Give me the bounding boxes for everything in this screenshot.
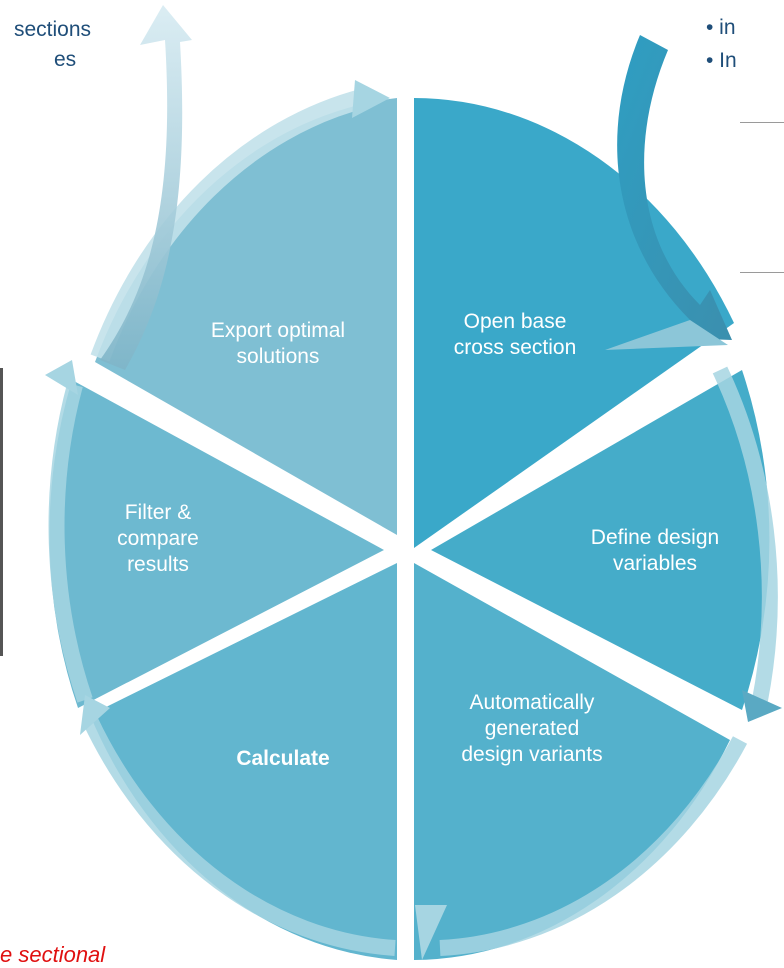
label-define-design-variables: Define design variables <box>590 526 720 575</box>
ring-arc-top-left <box>90 88 368 362</box>
segment-define-design-variables <box>431 370 770 710</box>
arrowhead-right-icon <box>742 690 782 722</box>
segment-calculate <box>90 563 397 960</box>
arrowhead-left-icon <box>45 360 78 395</box>
ring-arc-right-upper <box>712 366 778 702</box>
arrowhead-bottom-left-icon <box>80 695 110 735</box>
segment-filter-compare <box>49 380 385 708</box>
outgoing-arrow <box>100 5 192 370</box>
divider-line-lower <box>740 272 784 273</box>
segment-export-optimal-solutions <box>95 98 397 535</box>
label-automatically-generated: Automatically generated design variants <box>461 691 603 766</box>
segment-automatically-generated <box>414 563 730 960</box>
ring-arc-left <box>48 382 93 703</box>
top-right-bullet-2: • In <box>706 49 737 72</box>
label-calculate: Calculate <box>236 747 330 770</box>
bottom-caption: e sectional <box>0 942 106 967</box>
top-left-text-line1: sections <box>14 18 92 41</box>
label-export-optimal-solutions: Export optimal solutions <box>210 319 346 368</box>
segment-open-base-cross-section <box>414 98 734 548</box>
incoming-arrow-tip-icon <box>605 320 728 350</box>
left-edge-bar <box>0 368 3 656</box>
top-left-text-line2: es <box>54 48 77 71</box>
incoming-arrow <box>617 35 732 340</box>
label-filter-compare: Filter & compare results <box>117 501 199 576</box>
ring-arc-bottom-right <box>439 736 748 956</box>
arrowhead-top-icon <box>352 80 390 118</box>
top-right-bullet-1: • in <box>706 16 736 39</box>
label-open-base-cross-section: Open base cross section <box>453 310 577 359</box>
divider-line-upper <box>740 122 784 123</box>
ring-arc-bottom-left <box>82 716 396 956</box>
arrowhead-bottom-icon <box>415 905 447 960</box>
